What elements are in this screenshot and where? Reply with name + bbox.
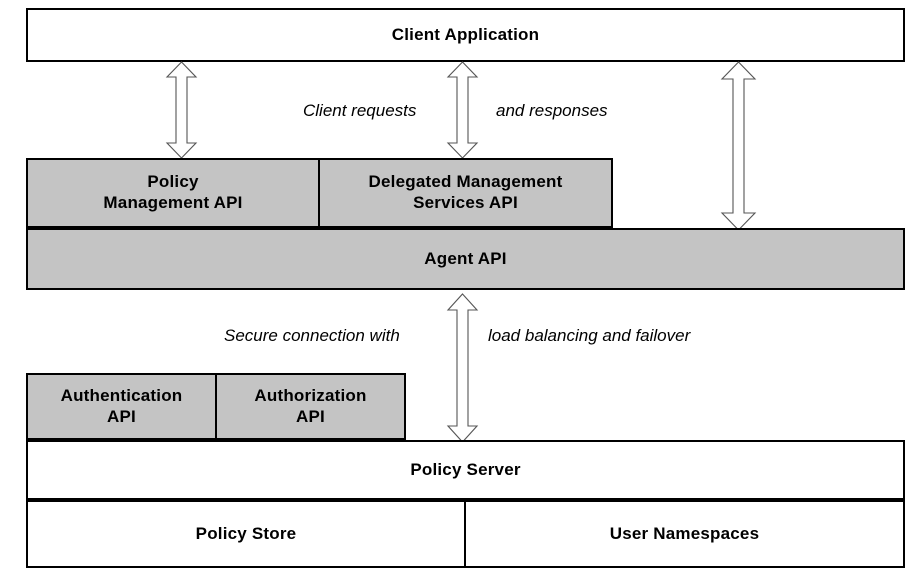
arrow-client-to-policy-management-api [165, 61, 198, 159]
box-authorization-api: Authorization API [215, 373, 406, 440]
box-policy-store: Policy Store [26, 500, 466, 568]
box-authentication-api: Authentication API [26, 373, 217, 440]
arrow-client-to-delegated-management-api [446, 61, 479, 159]
arrow-client-to-agent-api [720, 61, 757, 231]
label-secure-connection-with: Secure connection with [224, 326, 400, 345]
box-delegated-management-services-api: Delegated Management Services API [318, 158, 613, 228]
box-user-namespaces: User Namespaces [464, 500, 905, 568]
arrow-agent-api-to-policy-server [446, 293, 479, 443]
box-policy-server: Policy Server [26, 440, 905, 500]
label-and-responses: and responses [496, 101, 608, 120]
box-agent-api: Agent API [26, 228, 905, 290]
box-client-application: Client Application [26, 8, 905, 62]
label-load-balancing-and-failover: load balancing and failover [488, 326, 691, 345]
label-client-requests: Client requests [303, 101, 417, 120]
box-policy-management-api: Policy Management API [26, 158, 320, 228]
